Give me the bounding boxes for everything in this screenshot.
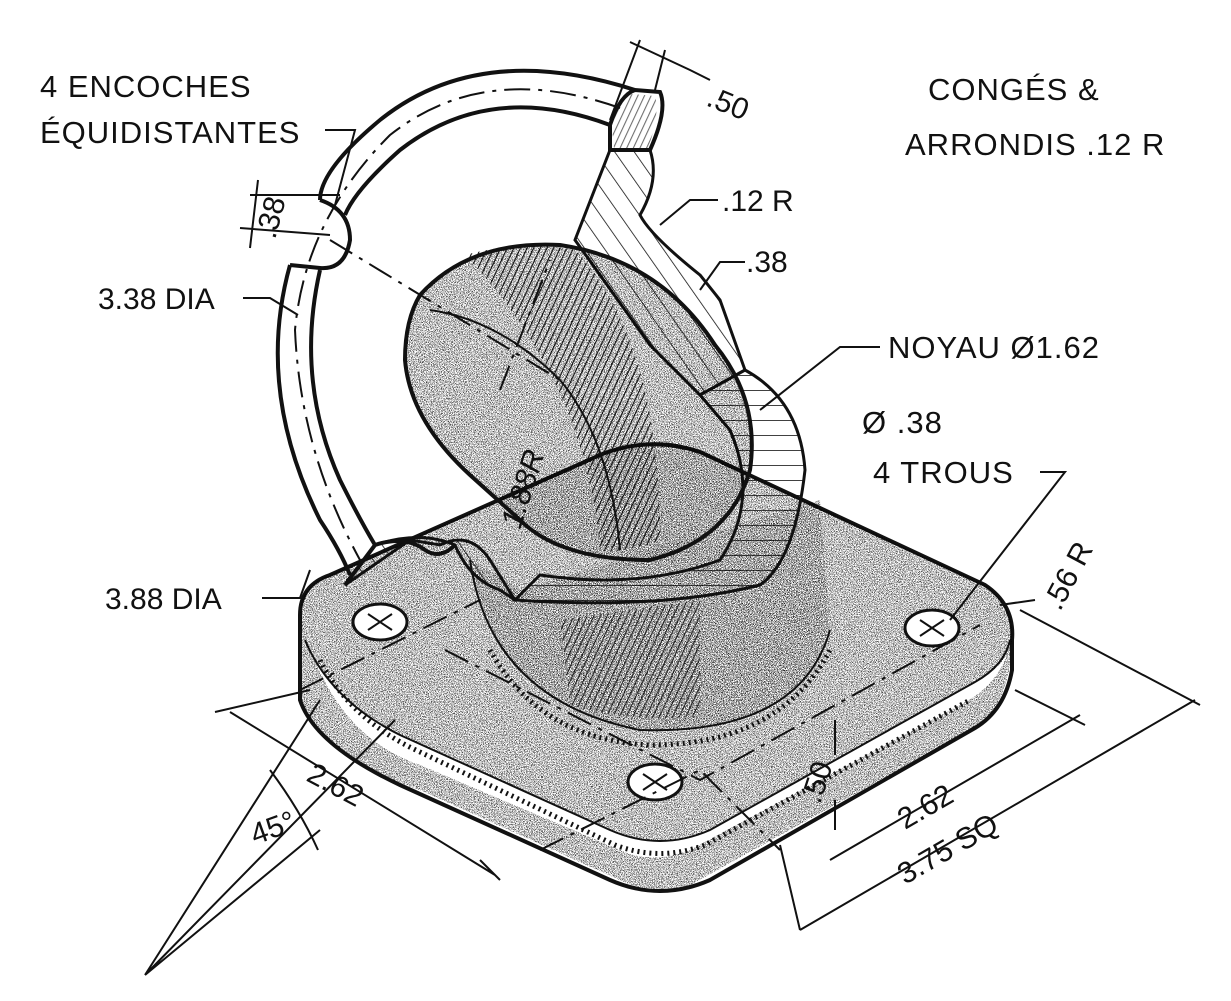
bottom-lip	[343, 539, 457, 587]
spherical-cup	[402, 242, 754, 563]
label-notches-2: ÉQUIDISTANTES	[40, 115, 300, 150]
dim-wall: .38	[746, 246, 788, 279]
label-notches-1: 4 ENCOCHES	[40, 69, 252, 104]
top-lip-shade	[612, 94, 657, 148]
dim-left-spacing-lines	[214, 689, 501, 881]
cup-inner-edge	[429, 309, 621, 551]
centerline-base-1	[444, 624, 981, 782]
leader-wall	[699, 261, 745, 291]
label-fillets-2: ARRONDIS .12 R	[905, 127, 1165, 162]
leader-outer-dia	[262, 569, 311, 599]
dim-outer-dia: 3.88 DIA	[105, 583, 222, 616]
dim-inner-dia: 3.38 DIA	[98, 283, 215, 316]
leader-notches	[325, 129, 357, 206]
hub-outline	[469, 559, 831, 732]
top-lip	[608, 87, 665, 152]
cup-thread-band	[465, 246, 660, 552]
base-fillet-bead	[317, 658, 972, 856]
section-wall-left	[343, 536, 517, 602]
leader-inner-dia	[243, 297, 299, 316]
label-holes-count: 4 TROUS	[873, 455, 1014, 490]
ring-inner-arc-lower	[309, 269, 377, 547]
label-core: NOYAU Ø1.62	[888, 330, 1100, 365]
ring-outer-arc	[318, 68, 636, 201]
centerlines	[299, 239, 981, 851]
centerline-base-2	[299, 599, 481, 691]
ring-centerline	[293, 88, 621, 561]
leader-core	[759, 346, 880, 411]
dim-lip-width-lines	[609, 39, 711, 121]
hub-threads	[560, 600, 700, 719]
angle-arc	[269, 769, 319, 851]
ring-inner-arc	[343, 105, 611, 216]
centerline-base-3	[539, 768, 781, 851]
ring	[275, 68, 665, 587]
dim-lip-width: .50	[702, 81, 753, 127]
centerline-diag-2	[499, 259, 551, 391]
leader-fillet	[659, 199, 718, 226]
leader-corner-radius	[999, 599, 1036, 606]
dim-fillet-radius: .12 R	[722, 185, 794, 218]
base-top-edge	[304, 639, 1011, 842]
label-fillets-1: CONGÉS &	[928, 72, 1100, 107]
dimension-lines	[144, 39, 1201, 976]
label-holes-dia: Ø .38	[862, 405, 943, 440]
holes	[351, 602, 961, 802]
dim-right-lines	[779, 609, 1201, 931]
hub-fillet-bead	[487, 648, 833, 748]
dim-corner-radius: .56 R	[1037, 536, 1100, 615]
dim-notch-lines	[239, 179, 340, 249]
angle-lines	[144, 699, 396, 976]
cup-outline	[402, 242, 754, 563]
dim-hole-spacing-right: 2.62	[892, 778, 959, 836]
dim-angle: 45°	[246, 805, 300, 852]
ring-outer-arc-lower	[275, 264, 352, 576]
leader-holes	[949, 471, 1068, 621]
hole-centers	[367, 613, 945, 791]
notch	[289, 198, 353, 271]
